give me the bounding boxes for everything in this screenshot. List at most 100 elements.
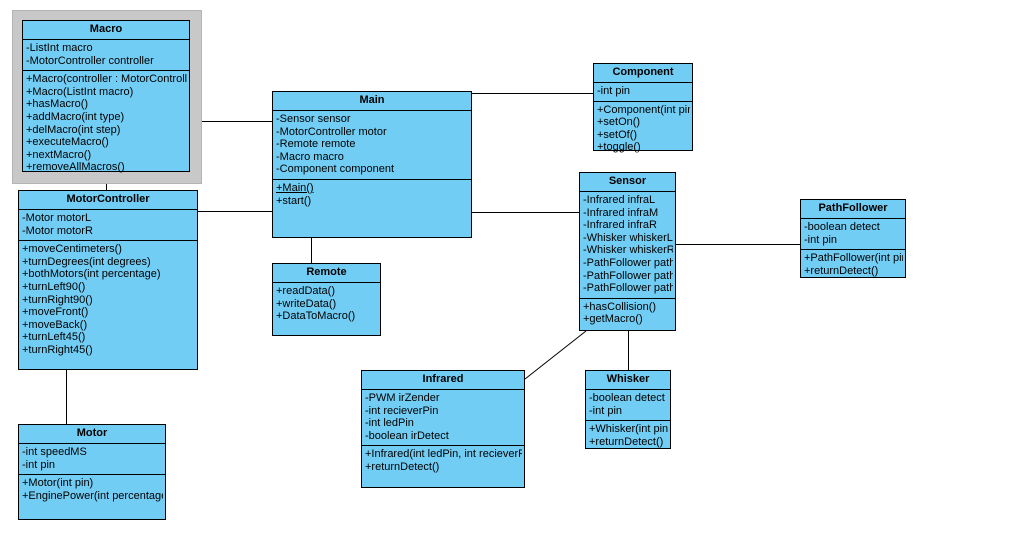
attribute-row: -boolean detect xyxy=(589,392,665,404)
methods-compartment-pathfollower: +PathFollower(int pin)+returnDetect() xyxy=(801,250,905,280)
method-row: +nextMacro() xyxy=(26,148,92,161)
method-row: +turnDegrees(int degrees) xyxy=(22,255,151,268)
method-row: +DataToMacro() xyxy=(276,310,356,323)
connector-motorcontroller-main xyxy=(198,211,272,212)
attributes-compartment-sensor: -Infrared infraL-Infrared infraM-Infrare… xyxy=(580,192,675,299)
method-row: +Motor(int pin) xyxy=(22,477,94,490)
uml-class-motorcontroller[interactable]: MotorController -Motor motorL-Motor motor… xyxy=(18,190,198,370)
uml-class-motor[interactable]: Motor-int speedMS-int pin+Motor(int pin)… xyxy=(18,424,166,520)
attribute-row: -PathFollower pathM xyxy=(583,269,673,282)
attribute-row: -Infrared infraM xyxy=(583,206,659,219)
connector-sensor-whisker xyxy=(628,331,629,370)
uml-class-remote[interactable]: Remote+readData()+writeData()+DataToMacr… xyxy=(272,263,381,336)
method-row: +returnDetect() xyxy=(804,264,879,277)
class-title-motorcontroller: MotorController xyxy=(19,191,197,210)
class-title-pathfollower: PathFollower xyxy=(801,200,905,219)
method-row: +returnDetect() xyxy=(589,435,664,448)
attribute-row: -Infrared infraR xyxy=(583,219,657,232)
attribute-row: -Macro macro xyxy=(276,150,344,163)
uml-class-component[interactable]: Component-int pin+Component(int pin)+set… xyxy=(593,63,693,153)
connector-macro-main xyxy=(190,121,272,122)
attribute-row: -int pin xyxy=(22,458,56,471)
attribute-row: -PWM irZender xyxy=(365,392,440,404)
method-row: +addMacro(int type) xyxy=(26,110,125,123)
uml-class-whisker[interactable]: Whisker-boolean detect-int pin+Whisker(i… xyxy=(585,370,671,449)
method-row: +PathFollower(int pin) xyxy=(804,252,903,265)
methods-compartment-infrared: +Infrared(int ledPin, int recieverPin)+r… xyxy=(362,446,524,476)
attributes-compartment-component: -int pin xyxy=(594,83,692,102)
class-title-whisker: Whisker xyxy=(586,371,670,390)
method-row: +turnLeft90() xyxy=(22,280,86,293)
method-row: +executeMacro() xyxy=(26,136,109,149)
attribute-row: -int speedMS xyxy=(22,446,87,458)
method-row: +setOf() xyxy=(597,128,638,141)
class-title-remote: Remote xyxy=(273,264,380,283)
methods-compartment-remote: +readData()+writeData()+DataToMacro() xyxy=(273,283,380,326)
method-row: +Whisker(int pin) xyxy=(589,423,668,436)
class-title-infrared: Infrared xyxy=(362,371,524,390)
method-row: +turnLeft45() xyxy=(22,331,86,344)
method-row: +setOn() xyxy=(597,116,641,129)
methods-compartment-macro: +Macro(controller : MotorController)+Mac… xyxy=(23,71,189,177)
attribute-row: -int pin xyxy=(597,85,631,97)
method-row: +moveFront() xyxy=(22,306,89,319)
methods-compartment-main: +Main()+start() xyxy=(273,180,471,210)
method-row: +Component(int pin) xyxy=(597,103,690,116)
method-row: +getMacro() xyxy=(583,313,643,326)
method-row: +bothMotors(int percentage) xyxy=(22,268,161,281)
method-row: +Main() xyxy=(276,181,314,194)
uml-class-pathfollower[interactable]: PathFollower-boolean detect-int pin+Path… xyxy=(800,199,906,278)
uml-class-infrared[interactable]: Infrared-PWM irZender-int recieverPin-in… xyxy=(361,370,525,488)
method-row: +Macro(ListInt macro) xyxy=(26,85,134,98)
attributes-compartment-infrared: -PWM irZender-int recieverPin-int ledPin… xyxy=(362,390,524,447)
attribute-row: -Motor motorR xyxy=(22,224,93,237)
methods-compartment-whisker: +Whisker(int pin)+returnDetect() xyxy=(586,421,670,451)
attribute-row: -int ledPin xyxy=(365,417,414,430)
method-row: +EnginePower(int percentage) xyxy=(22,489,163,502)
methods-compartment-motor: +Motor(int pin)+EnginePower(int percenta… xyxy=(19,475,165,505)
method-row: +Macro(controller : MotorController) xyxy=(26,73,187,86)
method-row: +turnRight90() xyxy=(22,293,93,306)
connector-main-sensor xyxy=(472,212,579,213)
uml-class-sensor[interactable]: Sensor-Infrared infraL-Infrared infraM-I… xyxy=(579,172,676,331)
connector-motorcontroller-motor xyxy=(66,370,67,424)
methods-compartment-component: +Component(int pin)+setOn()+setOf()+togg… xyxy=(594,102,692,157)
attribute-row: -MotorController controller xyxy=(26,54,154,67)
connector-main-remote xyxy=(311,238,312,263)
attribute-row: -int pin xyxy=(804,233,838,246)
attribute-row: -Infrared infraL xyxy=(583,194,656,206)
connector-sensor-pathfollower xyxy=(676,244,800,245)
uml-class-macro[interactable]: Macro-ListInt macro-MotorController cont… xyxy=(22,20,190,173)
method-row: +Infrared(int ledPin, int recieverPin) xyxy=(365,448,522,461)
method-row: +delMacro(int step) xyxy=(26,123,121,136)
class-title-main: Main xyxy=(273,92,471,111)
attribute-row: -PathFollower pathL xyxy=(583,256,673,269)
method-row: +toggle() xyxy=(597,141,641,154)
class-title-component: Component xyxy=(594,64,692,83)
attributes-compartment-main: -Sensor sensor-MotorController motor-Rem… xyxy=(273,111,471,180)
attribute-row: -boolean irDetect xyxy=(365,429,449,442)
attributes-compartment-motor: -int speedMS-int pin xyxy=(19,444,165,476)
attributes-compartment-macro: -ListInt macro-MotorController controlle… xyxy=(23,40,189,72)
method-row: +removeAllMacros() xyxy=(26,161,125,174)
method-row: +hasMacro() xyxy=(26,98,89,111)
attribute-row: -Motor motorL xyxy=(22,212,92,224)
class-title-macro: Macro xyxy=(23,21,189,40)
uml-class-main[interactable]: Main-Sensor sensor-MotorController motor… xyxy=(272,91,472,238)
connector-main-component xyxy=(472,93,593,94)
method-row: +hasCollision() xyxy=(583,300,657,313)
methods-compartment-sensor: +hasCollision()+getMacro() xyxy=(580,299,675,329)
attribute-row: -Remote remote xyxy=(276,138,356,151)
method-row: +returnDetect() xyxy=(365,460,440,473)
method-row: +moveBack() xyxy=(22,318,88,331)
attribute-row: -Whisker whiskerR xyxy=(583,244,673,257)
method-row: +moveCentimeters() xyxy=(22,243,122,256)
attributes-compartment-pathfollower: -boolean detect-int pin xyxy=(801,219,905,251)
methods-compartment-motorcontroller: +moveCentimeters()+turnDegrees(int degre… xyxy=(19,241,197,359)
method-row: +turnRight45() xyxy=(22,343,93,356)
attribute-row: -MotorController motor xyxy=(276,125,387,138)
attribute-row: -ListInt macro xyxy=(26,42,93,54)
attribute-row: -boolean detect xyxy=(804,221,880,233)
class-title-sensor: Sensor xyxy=(580,173,675,192)
